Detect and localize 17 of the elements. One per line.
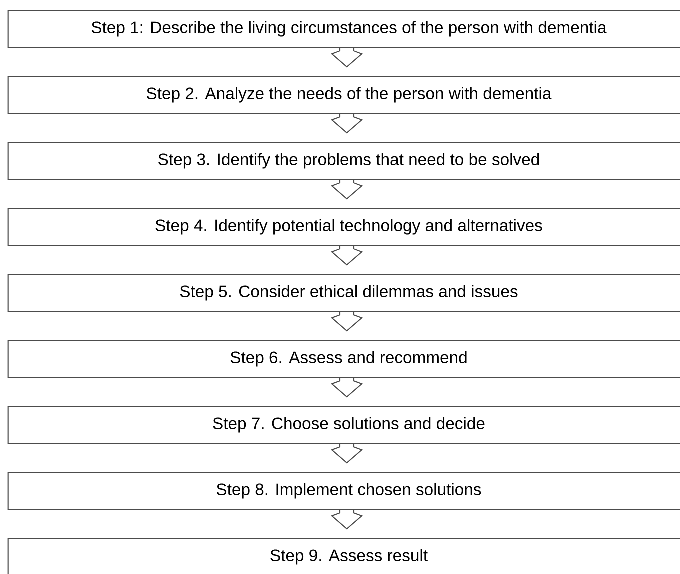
process-box: Step 9. Assess result <box>8 538 680 574</box>
process-box: Step 5. Consider ethical dilemmas and issues <box>8 274 680 312</box>
arrow <box>330 312 364 332</box>
arrow <box>330 378 364 398</box>
process-box: Step 4. Identify potential technology and alternatives <box>8 208 680 246</box>
process-box: Step 3. Identify the problems that need to be solved <box>8 142 680 180</box>
arrow <box>330 246 364 266</box>
process-box: Step 7. Choose solutions and decide <box>8 406 680 444</box>
arrow <box>330 510 364 530</box>
process-box: Step 6. Assess and recommend <box>8 340 680 378</box>
arrow <box>330 444 364 464</box>
process-box: Step 8. Implement chosen solutions <box>8 472 680 510</box>
process-box: Step 2. Analyze the needs of the person with dementia <box>8 76 680 114</box>
arrow <box>330 114 364 134</box>
process-box: Step 1: Describe the living circumstances of the person with dementia <box>8 10 680 48</box>
arrow <box>330 180 364 200</box>
arrow <box>330 48 364 68</box>
